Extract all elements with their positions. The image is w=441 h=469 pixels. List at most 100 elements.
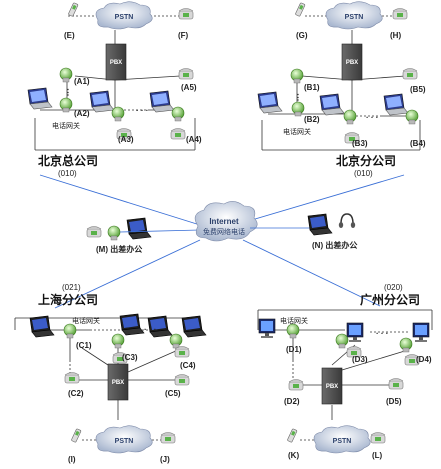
desktop-icon	[412, 322, 430, 343]
gateway-icon	[107, 225, 121, 241]
desktop-icon	[258, 318, 276, 339]
pbx-bottom-right: PBX	[321, 367, 343, 405]
phone-icon	[388, 378, 404, 390]
gateway-icon	[335, 333, 349, 349]
laptop-icon	[126, 217, 152, 240]
node-label-h: (H)	[390, 31, 401, 40]
laptop-icon	[149, 90, 175, 113]
pbx-label: PBX	[110, 60, 122, 66]
node-label-d5: (D5)	[386, 397, 402, 406]
laptop-icon	[257, 91, 283, 114]
node-label-g: (G)	[296, 31, 308, 40]
office-code-beijing-hq: (010)	[58, 169, 77, 178]
gateway-icon	[59, 67, 73, 83]
node-label-a4: (A4)	[186, 135, 202, 144]
node-label-b5: (B5)	[410, 85, 426, 94]
internet-cloud	[194, 201, 258, 242]
ellipsis-vertical: ⋮	[294, 93, 302, 102]
node-label-c5: (C5)	[165, 389, 181, 398]
pbx-label: PBX	[326, 384, 338, 390]
pbx-bottom-left: PBX	[107, 363, 129, 401]
office-name-beijing-hq: 北京总公司	[38, 153, 98, 168]
gateway-label: 电话网关	[283, 127, 311, 136]
office-name-guangzhou: 广州分公司	[360, 292, 420, 307]
phone-icon	[392, 8, 408, 20]
pstn-label: PSTN	[115, 14, 134, 21]
laptop-icon	[383, 93, 409, 116]
node-label-b1: (B1)	[304, 83, 320, 92]
beijing-hq-network: PSTN PBX (E) (F) (A1) (A5) (A2) (A3) (A4…	[27, 1, 202, 178]
node-label-a3: (A3)	[118, 135, 134, 144]
node-label-c3: (C3)	[122, 353, 138, 362]
node-label-d4: (D4)	[416, 355, 432, 364]
phone-icon	[174, 346, 190, 358]
node-label-c2: (C2)	[68, 389, 84, 398]
phone-icon	[64, 372, 80, 384]
node-label-d3: (D3)	[352, 355, 368, 364]
office-code-beijing-branch: (010)	[354, 169, 373, 178]
phone-icon	[402, 68, 418, 80]
laptop-icon	[27, 87, 53, 110]
node-label-b3: (B3)	[352, 139, 368, 148]
gateway-icon	[405, 109, 419, 125]
shanghai-network: (021) 上海分公司	[14, 283, 207, 464]
gateway-icon	[171, 106, 185, 122]
phone-icon	[178, 8, 194, 20]
pstn-cloud-bottom-right: PSTN	[313, 425, 371, 454]
internet-links	[39, 174, 405, 309]
gateway-icon	[286, 323, 300, 339]
laptop-icon	[307, 213, 333, 236]
link-guangzhou	[242, 239, 381, 307]
phone-icon	[160, 432, 176, 444]
gateway-label: 电话网关	[52, 121, 80, 130]
gateway-icon	[111, 333, 125, 349]
pbx-label: PBX	[112, 380, 124, 386]
pbx-top-right: PBX	[341, 43, 363, 81]
mobile-phone-icon	[67, 2, 79, 17]
link-beijing-hq	[39, 174, 201, 226]
pstn-label: PSTN	[345, 14, 364, 21]
gateway-icon	[169, 333, 183, 349]
office-name-beijing-branch: 北京分公司	[336, 153, 396, 168]
node-label-c4: (C4)	[180, 361, 196, 370]
phone-icon	[170, 128, 186, 140]
internet-subtitle: 免费网络电话	[203, 227, 245, 236]
travel-label-m: (M) 出差办公	[96, 244, 142, 254]
phone-icon	[370, 432, 386, 444]
ellipsis: · · ·	[376, 329, 388, 338]
laptop-icon	[29, 315, 55, 338]
node-label-i: (I)	[68, 455, 76, 464]
mobile-phone-icon	[70, 428, 82, 443]
office-code-shanghai: (021)	[62, 283, 81, 292]
internet-title: Internet	[209, 217, 239, 226]
headset-icon	[338, 213, 356, 229]
link-shanghai	[54, 239, 201, 309]
gateway-icon	[111, 106, 125, 122]
ellipsis: · · ·	[136, 106, 148, 115]
node-label-k: (K)	[288, 451, 299, 460]
node-label-a2: (A2)	[74, 109, 90, 118]
phone-icon	[174, 374, 190, 386]
gateway-icon	[399, 337, 413, 353]
gateway-label: 电话网关	[280, 316, 308, 325]
phone-icon	[86, 226, 102, 238]
node-label-a1: (A1)	[74, 77, 90, 86]
mobile-phone-icon	[286, 428, 298, 443]
node-label-d2: (D2)	[284, 397, 300, 406]
node-label-j: (J)	[160, 455, 170, 464]
pstn-label: PSTN	[333, 438, 352, 445]
guangzhou-network: (020) 广州分公司 P	[257, 283, 433, 460]
gateway-icon	[63, 323, 77, 339]
laptop-icon	[181, 315, 207, 338]
pstn-cloud-bottom-left: PSTN	[95, 425, 153, 454]
gateway-icon	[343, 109, 357, 125]
pstn-cloud-top-left: PSTN	[95, 1, 153, 30]
node-label-c1: (C1)	[76, 341, 92, 350]
node-label-a5: (A5)	[181, 83, 197, 92]
node-label-b2: (B2)	[304, 115, 320, 124]
node-label-f: (F)	[178, 31, 189, 40]
laptop-icon	[89, 90, 115, 113]
internet-hub: (M) 出差办公 Internet 免费网络电话 (N) 出差办公	[86, 201, 357, 254]
